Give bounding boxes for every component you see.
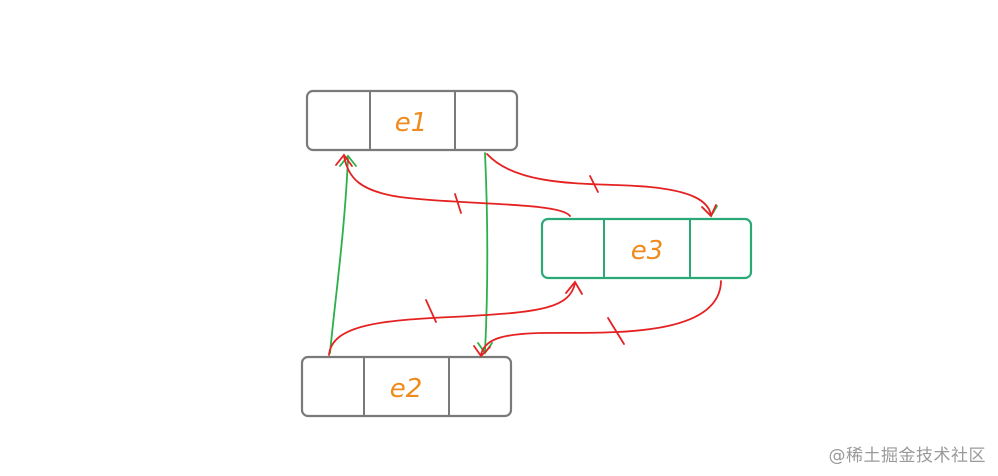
arrowhead-e3-red (701, 204, 717, 218)
cut-mark-e1-e3 (589, 175, 599, 193)
arrowhead-e1-up (339, 154, 357, 167)
node-e3: e3 (540, 217, 753, 280)
cut-mark-e3-e1 (454, 193, 462, 214)
red-links (328, 153, 722, 358)
cut-mark-e3-e2 (607, 317, 625, 345)
node-e3-label: e3 (631, 236, 664, 266)
arrowhead-e3-bottom (565, 280, 583, 295)
link-e3-next-to-e2 (480, 280, 722, 356)
watermark: @稀土掘金技术社区 (828, 446, 986, 466)
link-e2-prev-to-e1 (329, 156, 349, 354)
link-e3-prev-to-e1 (343, 155, 571, 217)
node-e1-label: e1 (395, 108, 428, 138)
node-e2: e2 (300, 355, 513, 418)
node-e2-label: e2 (390, 374, 423, 404)
arrowhead-e1-red (335, 153, 353, 167)
link-e1-next-to-e3 (486, 153, 712, 216)
cut-mark-e2-e3 (425, 299, 437, 323)
node-e1: e1 (305, 89, 519, 152)
link-e2-prev-to-e3 (328, 282, 576, 356)
arrowhead-e2-red (473, 345, 491, 358)
link-e1-next-to-e2 (484, 152, 489, 353)
